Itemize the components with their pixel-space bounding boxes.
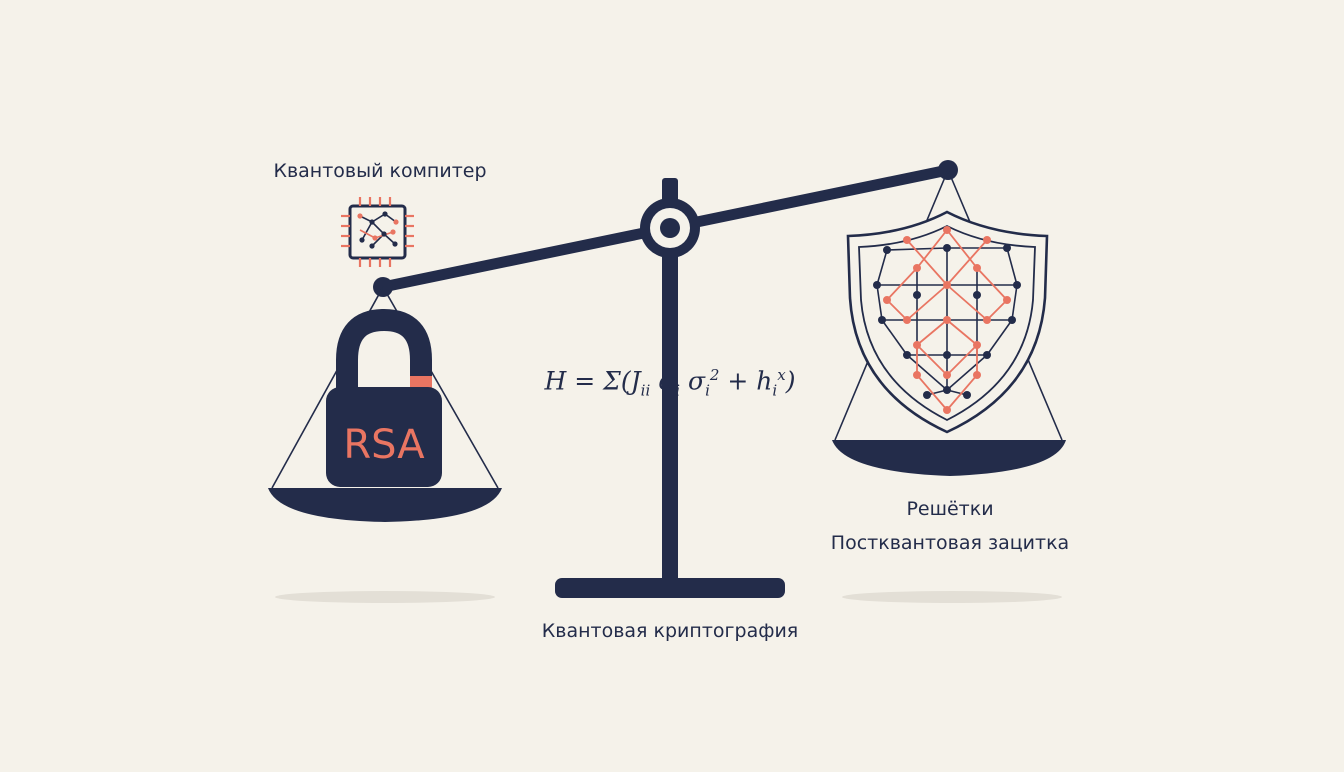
shield-lattice-icon — [846, 210, 1049, 434]
formula-plus-h: + h — [719, 366, 773, 396]
formula-sigma1-sub: i — [675, 381, 681, 400]
formula-sigma1: σ — [650, 366, 676, 396]
cpu-chip-icon — [341, 197, 414, 267]
lattice-title-label: Решётки — [906, 498, 994, 520]
formula-sigma2: σ — [680, 366, 706, 396]
formula-h-sup: x — [777, 366, 786, 384]
quantum-computer-label: Квантовый компитер — [273, 160, 487, 182]
hamiltonian-formula: H = Σ(Jii σi σi2 + hix) — [545, 366, 796, 399]
formula-j-sub: ii — [640, 381, 651, 400]
pivot-center — [660, 218, 680, 238]
formula-lhs: H = Σ( — [544, 366, 631, 396]
right-shadow — [842, 591, 1062, 603]
lattice-subtitle-label: Постквантовая зацитка — [830, 532, 1070, 554]
quantum-crypto-label: Квантовая криптография — [541, 620, 799, 642]
right-pan — [832, 440, 1066, 476]
formula-close: ) — [785, 366, 796, 396]
left-pan — [268, 488, 502, 522]
lock-rsa-text: RSA — [343, 422, 425, 468]
scale-post — [662, 178, 678, 583]
padlock-icon: RSA — [326, 308, 442, 487]
left-shadow — [275, 591, 495, 603]
formula-sigma2-sup: 2 — [709, 366, 720, 384]
formula-sigma2-sub: i — [705, 381, 710, 400]
formula-h-sub: i — [772, 381, 778, 400]
scale-base — [555, 578, 785, 598]
formula-j: J — [630, 366, 641, 396]
